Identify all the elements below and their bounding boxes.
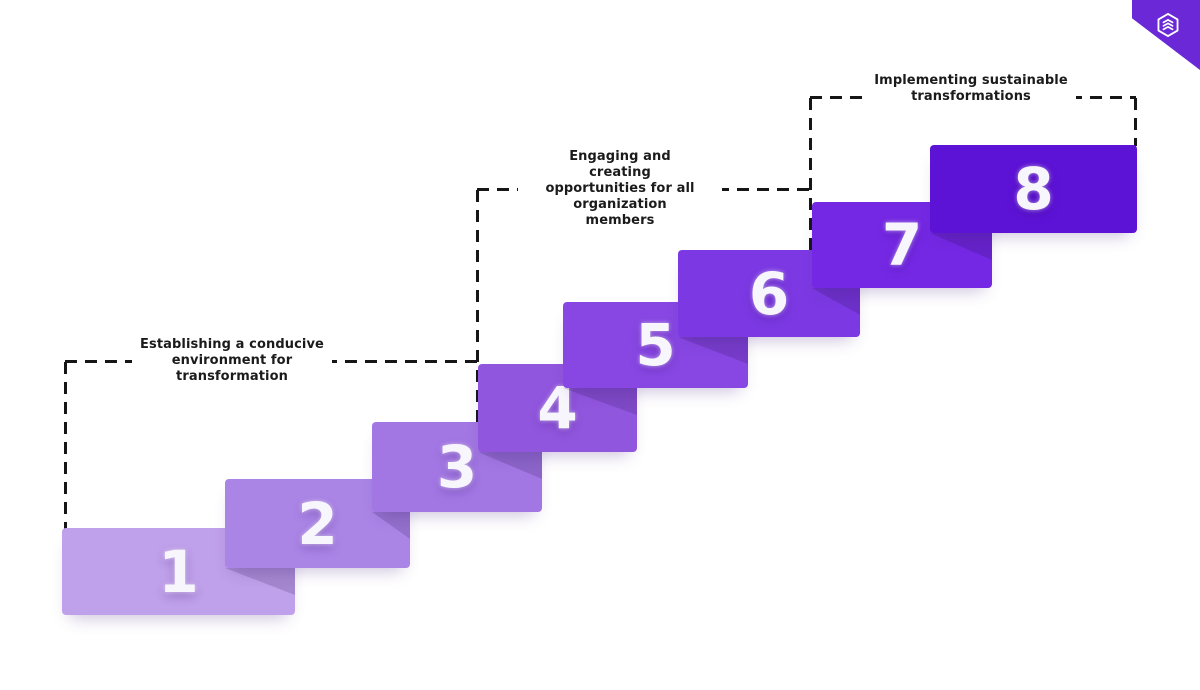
annotation-line: Engaging and (569, 149, 671, 164)
step-number: 7 (881, 211, 923, 279)
brand-ribbon (1132, 0, 1200, 70)
annotation-line: Establishing a conducive (140, 337, 324, 352)
callout-connector-line (1134, 98, 1137, 146)
stacked-layers-cube-icon (1157, 13, 1179, 37)
step-5: 5 (563, 302, 748, 388)
step-number: 2 (297, 489, 338, 558)
step-number: 1 (158, 537, 199, 606)
annotation-line: transformation (176, 369, 288, 384)
step-number: 6 (748, 259, 790, 328)
annotation-engaging-opportunities: Engaging and creating opportunities for … (518, 146, 722, 232)
annotation-establishing-environment: Establishing a conducive environment for… (132, 334, 332, 388)
annotation-line: environment for (171, 353, 293, 368)
callout-connector-line (64, 362, 67, 529)
annotation-sustainable-transformations: Implementing sustainable transformations (866, 70, 1076, 108)
step-number: 3 (436, 433, 478, 501)
annotation-line: organization (573, 197, 667, 212)
callout-connector-line (809, 98, 812, 252)
annotation-line: opportunities for all (545, 181, 695, 196)
annotation-line: transformations (911, 89, 1031, 104)
annotation-line: Implementing sustainable (874, 73, 1068, 88)
step-number: 5 (635, 311, 676, 379)
annotation-line: creating (589, 165, 651, 180)
annotation-line: members (585, 213, 655, 228)
callout-connector-line (476, 190, 479, 422)
step-8: 8 (930, 145, 1137, 233)
step-number: 8 (1013, 155, 1054, 223)
